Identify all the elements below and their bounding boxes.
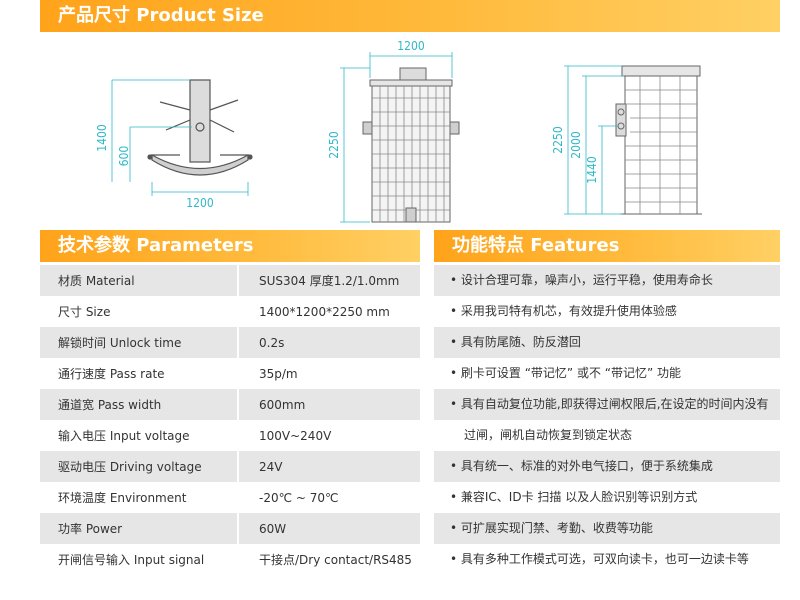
- feature-item: • 设计合理可靠，噪声小，运行平稳，使用寿命长: [434, 265, 780, 296]
- param-key: 尺寸 Size: [40, 296, 239, 327]
- features-list: • 设计合理可靠，噪声小，运行平稳，使用寿命长 • 采用我司特有机芯，有效提升使…: [434, 265, 780, 575]
- top-view-height-dim: 1400: [95, 124, 109, 152]
- front-view-height-dim: 2250: [327, 131, 341, 159]
- feature-item: • 刷卡可设置 “带记忆” 或不 “带记忆” 功能: [434, 358, 780, 389]
- top-view-arm-dim: 600: [117, 146, 131, 167]
- param-value: SUS304 厚度1.2/1.0mm: [238, 265, 420, 296]
- table-row: 环境温度 Environment-20℃ ~ 70℃: [40, 482, 420, 513]
- param-value: 24V: [238, 451, 420, 482]
- param-key: 驱动电压 Driving voltage: [40, 451, 239, 482]
- feature-item: • 具有自动复位功能,即获得过闸权限后,在设定的时间内没有: [434, 389, 780, 420]
- param-value: 100V~240V: [238, 420, 420, 451]
- param-key: 通道宽 Pass width: [40, 389, 239, 420]
- param-value: 干接点/Dry contact/RS485: [238, 544, 420, 575]
- param-key: 功率 Power: [40, 513, 239, 544]
- drawings-svg: 1400 600 1200: [95, 39, 702, 223]
- param-key: 环境温度 Environment: [40, 482, 239, 513]
- feature-item: • 具有统一、标准的对外电气接口，便于系统集成: [434, 451, 780, 482]
- product-size-header: 产品尺寸 Product Size: [40, 0, 780, 32]
- side-view-dimensions: [564, 65, 624, 215]
- front-view-dimensions: [340, 52, 453, 223]
- param-value: -20℃ ~ 70℃: [238, 482, 420, 513]
- feature-item: • 可扩展实现门禁、考勤、收费等功能: [434, 513, 780, 544]
- param-value: 35p/m: [238, 358, 420, 389]
- param-value: 1400*1200*2250 mm: [238, 296, 420, 327]
- param-key: 通行速度 Pass rate: [40, 358, 239, 389]
- parameters-title: 技术参数 Parameters: [58, 235, 254, 256]
- feature-item: • 具有多种工作模式可选，可双向读卡，也可一边读卡等: [434, 544, 780, 575]
- param-key: 材质 Material: [40, 265, 239, 296]
- param-value: 0.2s: [238, 327, 420, 358]
- features-title: 功能特点 Features: [452, 235, 620, 256]
- side-view-low-dim: 1440: [585, 156, 599, 184]
- feature-item: • 具有防尾随、防反潜回: [434, 327, 780, 358]
- param-value: 60W: [238, 513, 420, 544]
- product-drawings: 1400 600 1200: [40, 32, 780, 230]
- top-view-width-dim: 1200: [186, 196, 214, 210]
- side-view-mid-dim: 2000: [569, 131, 583, 159]
- param-value: 600mm: [238, 389, 420, 420]
- top-view-drawing: [147, 79, 253, 176]
- top-view-dimensions: [111, 79, 249, 196]
- feature-item-continued: 过闸，闸机自动恢复到锁定状态: [434, 420, 780, 451]
- features-header: 功能特点 Features: [434, 230, 780, 262]
- front-view-width-dim: 1200: [397, 39, 425, 53]
- feature-item: • 兼容IC、ID卡 扫描 以及人脸识别等识别方式: [434, 482, 780, 513]
- parameters-header: 技术参数 Parameters: [40, 230, 420, 262]
- side-view-height-dim: 2250: [551, 126, 565, 154]
- param-key: 解锁时间 Unlock time: [40, 327, 239, 358]
- feature-item: • 采用我司特有机芯，有效提升使用体验感: [434, 296, 780, 327]
- front-view-drawing: [362, 67, 460, 223]
- param-key: 开闸信号输入 Input signal: [40, 544, 239, 575]
- product-size-title: 产品尺寸 Product Size: [58, 5, 264, 26]
- side-view-drawing: [615, 65, 702, 215]
- param-key: 输入电压 Input voltage: [40, 420, 239, 451]
